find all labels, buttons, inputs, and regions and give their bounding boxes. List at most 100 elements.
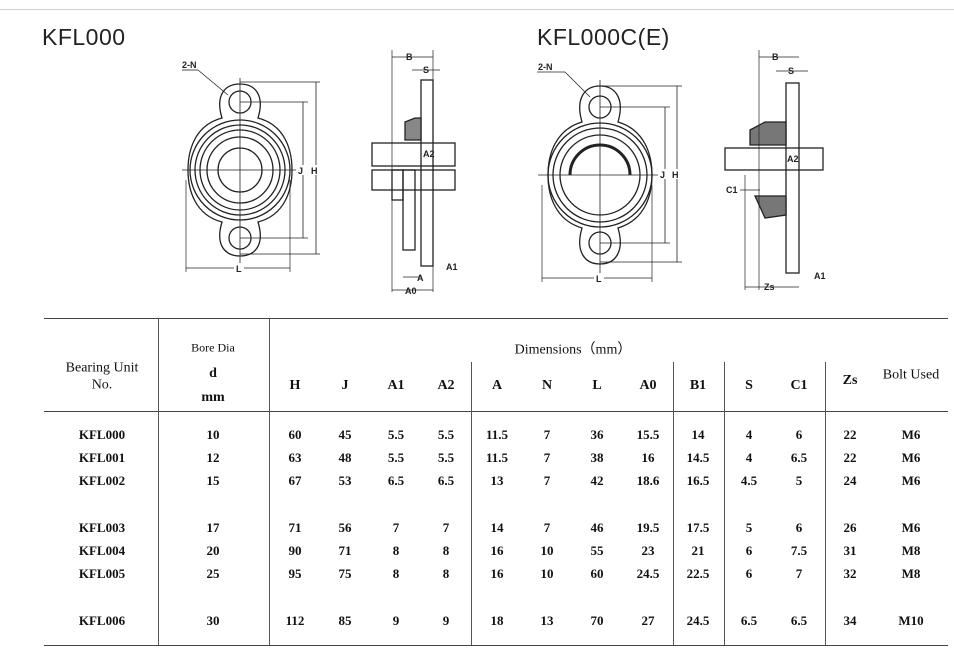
- table-cell: 8: [392, 566, 400, 581]
- label-h: H: [311, 166, 318, 176]
- table-cell: 42: [590, 473, 604, 488]
- label-s: S: [788, 66, 794, 76]
- table-cell: 6.5: [740, 613, 758, 628]
- table-cell: 16: [490, 543, 504, 558]
- table-cell: 112: [285, 613, 305, 628]
- table-cell: 17.5: [686, 520, 710, 535]
- table-cell: 5: [745, 520, 753, 535]
- column-divider: [471, 362, 472, 645]
- table-cell: 11.5: [485, 450, 509, 465]
- table-cell: 45: [338, 427, 352, 442]
- table-cell: 4: [745, 450, 753, 465]
- table-cell: 7: [392, 520, 400, 535]
- column-divider: [673, 362, 674, 645]
- table-cell: 15: [206, 473, 220, 488]
- header-bore-dia: Bore Dia: [191, 340, 235, 355]
- table-cell: 8: [442, 566, 450, 581]
- cell-bearing-unit: KFL006: [78, 613, 126, 628]
- label-2n: 2-N: [182, 60, 197, 70]
- table-cell: 5: [795, 473, 803, 488]
- table-cell: M6: [901, 427, 921, 442]
- table-cell: 11.5: [485, 427, 509, 442]
- table-cell: 34: [843, 613, 857, 628]
- table-cell: 7: [543, 520, 551, 535]
- table-cell: 13: [490, 473, 504, 488]
- table-cell: 70: [590, 613, 604, 628]
- table-cell: 22.5: [686, 566, 710, 581]
- kfl000ce-front-view: 2-N J H L: [537, 62, 682, 284]
- label-h: H: [672, 170, 679, 180]
- column-header-a2: A2: [437, 378, 455, 393]
- table-cell: 32: [843, 566, 857, 581]
- table-cell: 15.5: [636, 427, 660, 442]
- table-cell: 10: [206, 427, 220, 442]
- table-cell: 12: [206, 450, 220, 465]
- column-header-n: N: [541, 378, 553, 393]
- title-kfl000ce: KFL000C(E): [537, 24, 670, 50]
- label-j: J: [298, 166, 303, 176]
- table-cell: M8: [901, 566, 921, 581]
- header-d: d: [209, 366, 217, 381]
- column-header-h: H: [289, 378, 301, 393]
- table-cell: 7.5: [790, 543, 808, 558]
- table-cell: 55: [590, 543, 604, 558]
- column-header-l: L: [592, 378, 602, 393]
- table-cell: M8: [901, 543, 921, 558]
- table-cell: 5.5: [437, 427, 455, 442]
- table-cell: 5.5: [437, 450, 455, 465]
- table-cell: 14: [490, 520, 504, 535]
- table-cell: 22: [843, 450, 857, 465]
- table-top-border: [44, 318, 948, 319]
- label-j: J: [660, 170, 665, 180]
- technical-drawings: 2-N J H L B S A2 A1 A A0 2-N J H L: [182, 50, 826, 296]
- table-cell: 75: [338, 566, 352, 581]
- label-2n: 2-N: [538, 62, 553, 72]
- table-cell: 23: [641, 543, 655, 558]
- table-cell: 14.5: [686, 450, 710, 465]
- label-a: A: [417, 273, 424, 283]
- label-a1: A1: [446, 262, 458, 272]
- table-cell: 46: [590, 520, 604, 535]
- table-cell: 6: [745, 543, 753, 558]
- column-header-zs: Zs: [842, 373, 858, 388]
- table-cell: 21: [691, 543, 705, 558]
- label-l: L: [236, 264, 242, 274]
- table-cell: 90: [288, 543, 302, 558]
- label-zs: Zs: [764, 282, 775, 292]
- table-cell: 18: [490, 613, 504, 628]
- header-mm: mm: [201, 390, 225, 405]
- table-header-border: [44, 411, 948, 412]
- table-cell: 7: [543, 473, 551, 488]
- table-cell: 8: [392, 543, 400, 558]
- table-cell: 60: [590, 566, 604, 581]
- table-cell: 85: [338, 613, 352, 628]
- label-s: S: [423, 65, 429, 75]
- table-cell: 10: [540, 543, 554, 558]
- table-cell: 71: [338, 543, 352, 558]
- table-bottom-border: [44, 645, 948, 646]
- label-c1: C1: [726, 185, 738, 195]
- column-header-a: A: [491, 378, 503, 393]
- column-divider: [724, 362, 725, 645]
- kfl000-side-view: B S A2 A1 A A0: [371, 50, 458, 296]
- table-cell: M6: [901, 450, 921, 465]
- table-cell: 6.5: [437, 473, 455, 488]
- label-a2: A2: [423, 149, 435, 159]
- table-cell: 24: [843, 473, 857, 488]
- column-header-s: S: [745, 378, 753, 393]
- table-cell: 26: [843, 520, 857, 535]
- table-cell: 5.5: [387, 450, 405, 465]
- column-divider: [825, 362, 826, 645]
- table-cell: 48: [338, 450, 352, 465]
- table-cell: 27: [641, 613, 655, 628]
- table-cell: 67: [288, 473, 302, 488]
- label-b: B: [406, 52, 413, 62]
- table-cell: 16.5: [686, 473, 710, 488]
- column-divider: [158, 318, 159, 645]
- table-cell: 16: [490, 566, 504, 581]
- table-cell: M6: [901, 520, 921, 535]
- column-header-a0: A0: [639, 378, 657, 393]
- table-cell: 56: [338, 520, 352, 535]
- table-cell: 38: [590, 450, 604, 465]
- table-cell: 71: [288, 520, 302, 535]
